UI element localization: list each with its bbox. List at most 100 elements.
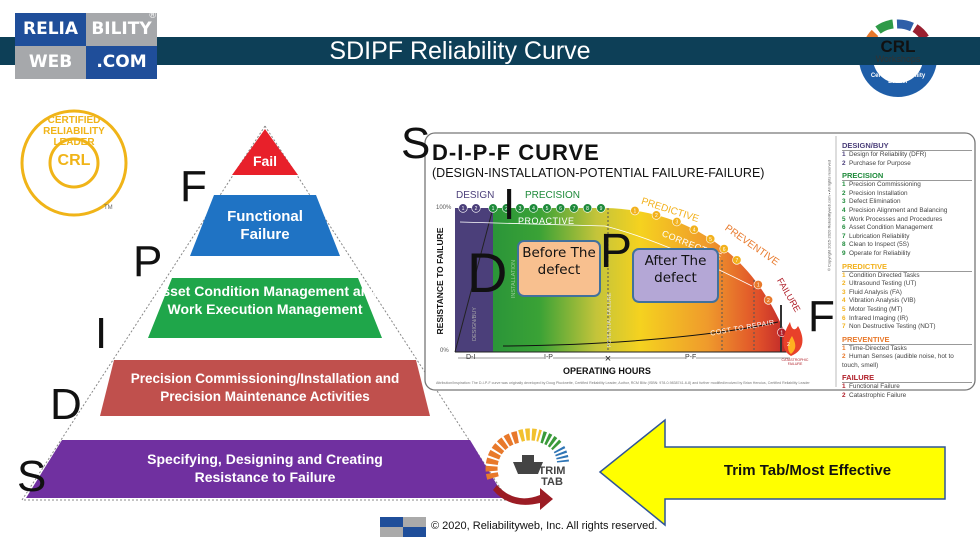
svg-text:9: 9 <box>600 206 603 212</box>
after-defect-box: After The defect <box>632 248 719 303</box>
legend-heading: DESIGN/BUY <box>842 141 972 151</box>
letter-p: P <box>133 237 163 286</box>
curve-dot: 5 <box>542 203 552 213</box>
svg-text:4: 4 <box>693 227 696 233</box>
curve-dot: 1 <box>488 203 498 213</box>
legend-heading: FAILURE <box>842 373 972 384</box>
trim-tab-arrow-label: Trim Tab/Most Effective <box>723 462 892 479</box>
letter-f-chart: F <box>808 292 835 341</box>
svg-text:2: 2 <box>505 206 508 212</box>
curve-dot: 1 <box>630 205 640 216</box>
trim-tab-arrow <box>598 418 946 527</box>
svg-text:8: 8 <box>586 206 589 212</box>
letter-i-chart: I <box>503 180 516 229</box>
pyramid-band-functional <box>190 195 340 256</box>
pyramid-outline <box>21 125 509 501</box>
pyramid-label-specifying: Specifying, Designing and Creating Resis… <box>147 451 383 485</box>
pyramid-label-precision: Precision Commissioning/Installation and… <box>130 371 400 404</box>
crl-seal-logo <box>20 109 128 217</box>
curve-dot: 2 <box>471 203 481 213</box>
svg-text:7: 7 <box>735 258 738 264</box>
trim-tab-logo <box>485 428 569 510</box>
letter-i: I <box>95 309 108 358</box>
curve-dot: 3 <box>672 217 682 227</box>
curve-dot: 8 <box>582 203 593 213</box>
curve-dot: 6 <box>719 244 729 254</box>
svg-text:1: 1 <box>780 330 783 336</box>
svg-text:1: 1 <box>757 283 760 289</box>
crl-workshops-title: CRL <box>880 37 916 56</box>
curve-dot: 5 <box>705 234 716 244</box>
svg-text:5: 5 <box>709 237 712 243</box>
before-defect-box: Before The defect <box>517 240 601 297</box>
reliabilityweb-logo: RELIA BILITY WEB .COM ® <box>15 10 157 80</box>
pyramid-band-precision <box>100 360 430 416</box>
curve-dot: 7 <box>732 255 742 265</box>
svg-text:2: 2 <box>767 298 770 304</box>
curve-dot: 1 <box>458 203 468 213</box>
curve-dot: 2 <box>763 295 774 305</box>
svg-text:6: 6 <box>559 206 562 212</box>
curve-subtitle: (DESIGN-INSTALLATION-POTENTIAL FAILURE-F… <box>432 166 765 180</box>
curve-dot: 2 <box>651 210 661 220</box>
svg-text:7: 7 <box>573 206 576 212</box>
copyright-text: © 2020, Reliabilityweb, Inc. All rights … <box>431 520 658 532</box>
attribution-text: Attribution/Inspiration: The D-I-P-F cur… <box>436 381 810 385</box>
curve-dot: 6 <box>555 203 566 213</box>
pyramid-label-functional-failure: Functional Failure <box>227 208 303 243</box>
header-bar <box>0 37 980 65</box>
legend-heading: PREVENTIVE <box>842 335 972 345</box>
curve-dot: 7 <box>569 203 579 213</box>
svg-text:5: 5 <box>546 206 549 212</box>
letter-s: S <box>17 452 47 501</box>
curve-dot: 1 <box>753 280 763 290</box>
pyramid-band-specifying <box>26 440 505 498</box>
curve-dot: 4 <box>528 203 539 213</box>
legend-heading: PRECISION <box>842 171 972 182</box>
letter-d-chart: D <box>467 241 508 304</box>
curve-dot: 3 <box>515 203 525 213</box>
curve-dot: 9 <box>596 203 606 213</box>
letter-p-chart: P <box>600 225 633 278</box>
svg-text:3: 3 <box>519 206 522 212</box>
svg-text:1: 1 <box>634 209 637 215</box>
slide-title: SDIPF Reliability Curve <box>329 37 591 65</box>
svg-text:3: 3 <box>675 220 678 226</box>
legend-heading: PREDICTIVE <box>842 262 972 272</box>
svg-text:2: 2 <box>655 213 658 219</box>
svg-text:×: × <box>605 353 611 365</box>
letter-f: F <box>180 162 207 211</box>
svg-text:2: 2 <box>475 206 478 212</box>
curve-dot: 2 <box>501 203 512 213</box>
svg-text:6: 6 <box>723 247 726 253</box>
crl-seal-text: CERTIFIED RELIABILITY LEADER <box>43 115 105 148</box>
curve-title: D-I-P-F CURVE <box>432 140 600 165</box>
svg-text:1: 1 <box>492 206 495 212</box>
letter-s-chart: S <box>401 119 431 168</box>
curve-dot: 4 <box>689 224 699 235</box>
